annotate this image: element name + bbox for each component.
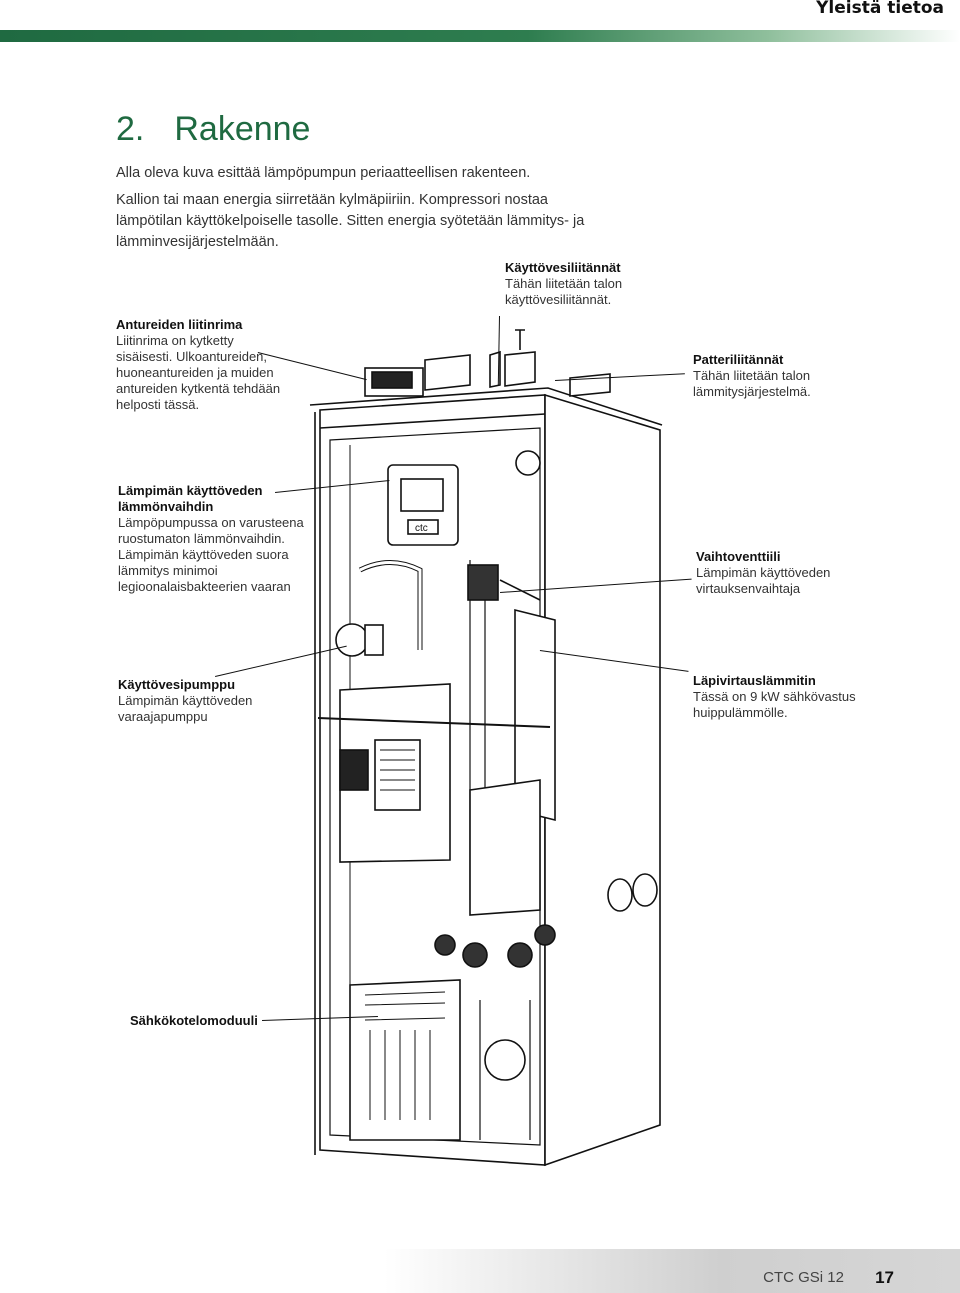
callout-hot-water-exchanger: Lämpimän käyttöveden lämmönvaihdin Lämpö… [118, 483, 308, 595]
callout-domestic-water: Käyttövesiliitännät Tähän liitetään talo… [505, 260, 655, 308]
callout-flow-heater: Läpivirtauslämmitin Tässä on 9 kW sähköv… [693, 673, 863, 721]
heat-pump-illustration: ctc [309, 329, 663, 1167]
header-bar [0, 30, 960, 42]
callout-body: Tähän liitetään talon lämmitysjärjestelm… [693, 368, 811, 399]
footer-bar [0, 1249, 960, 1293]
chapter-heading: 2. Rakenne [116, 110, 310, 149]
callout-heading: Sähkökotelomoduuli [130, 1013, 258, 1028]
chapter-title: Rakenne [174, 110, 311, 148]
callout-heading: Käyttövesipumppu [118, 677, 236, 692]
page-number: 17 [875, 1268, 894, 1287]
chapter-number: 2. [116, 110, 145, 148]
callout-body: Liitinrima on kytketty sisäisesti. Ulkoa… [116, 333, 281, 412]
callout-diverter-valve: Vaihtoventtiili Lämpimän käyttöveden vir… [696, 549, 846, 597]
callout-hot-water-pump: Käyttövesipumppu Lämpimän käyttöveden va… [118, 677, 268, 725]
callout-heading: Vaihtoventtiili [696, 549, 781, 564]
callout-sensor-strip: Antureiden liitinrima Liitinrima on kytk… [116, 317, 286, 413]
callout-heading: Antureiden liitinrima [116, 317, 243, 332]
callout-body: Tässä on 9 kW sähkövastus huippulämmölle… [693, 689, 856, 720]
callout-heading: Patteriliitännät [693, 352, 784, 367]
section-title: Yleistä tietoa [816, 0, 944, 18]
callout-body: Lämpimän käyttöveden virtauksenvaihtaja [696, 565, 831, 596]
intro-paragraph-1: Alla oleva kuva esittää lämpöpumpun peri… [116, 165, 531, 181]
callout-body: Tähän liitetään talon käyttövesiliitännä… [505, 276, 623, 307]
callout-heading: Käyttövesiliitännät [505, 260, 621, 275]
footer-product: CTC GSi 12 [763, 1269, 844, 1286]
callout-heading: Läpivirtauslämmitin [693, 673, 816, 688]
panel-logo: ctc [415, 523, 428, 534]
callout-heading: Lämpimän käyttöveden lämmönvaihdin [118, 483, 263, 514]
callout-electrical-module: Sähkökotelomoduuli [130, 1013, 280, 1029]
intro-paragraph-2: Kallion tai maan energia siirretään kylm… [116, 192, 585, 250]
callout-radiator: Patteriliitännät Tähän liitetään talon l… [693, 352, 843, 400]
callout-body: Lämpöpumpussa on varusteena ruostumaton … [118, 515, 304, 594]
callout-body: Lämpimän käyttöveden varaajapumppu [118, 693, 253, 724]
